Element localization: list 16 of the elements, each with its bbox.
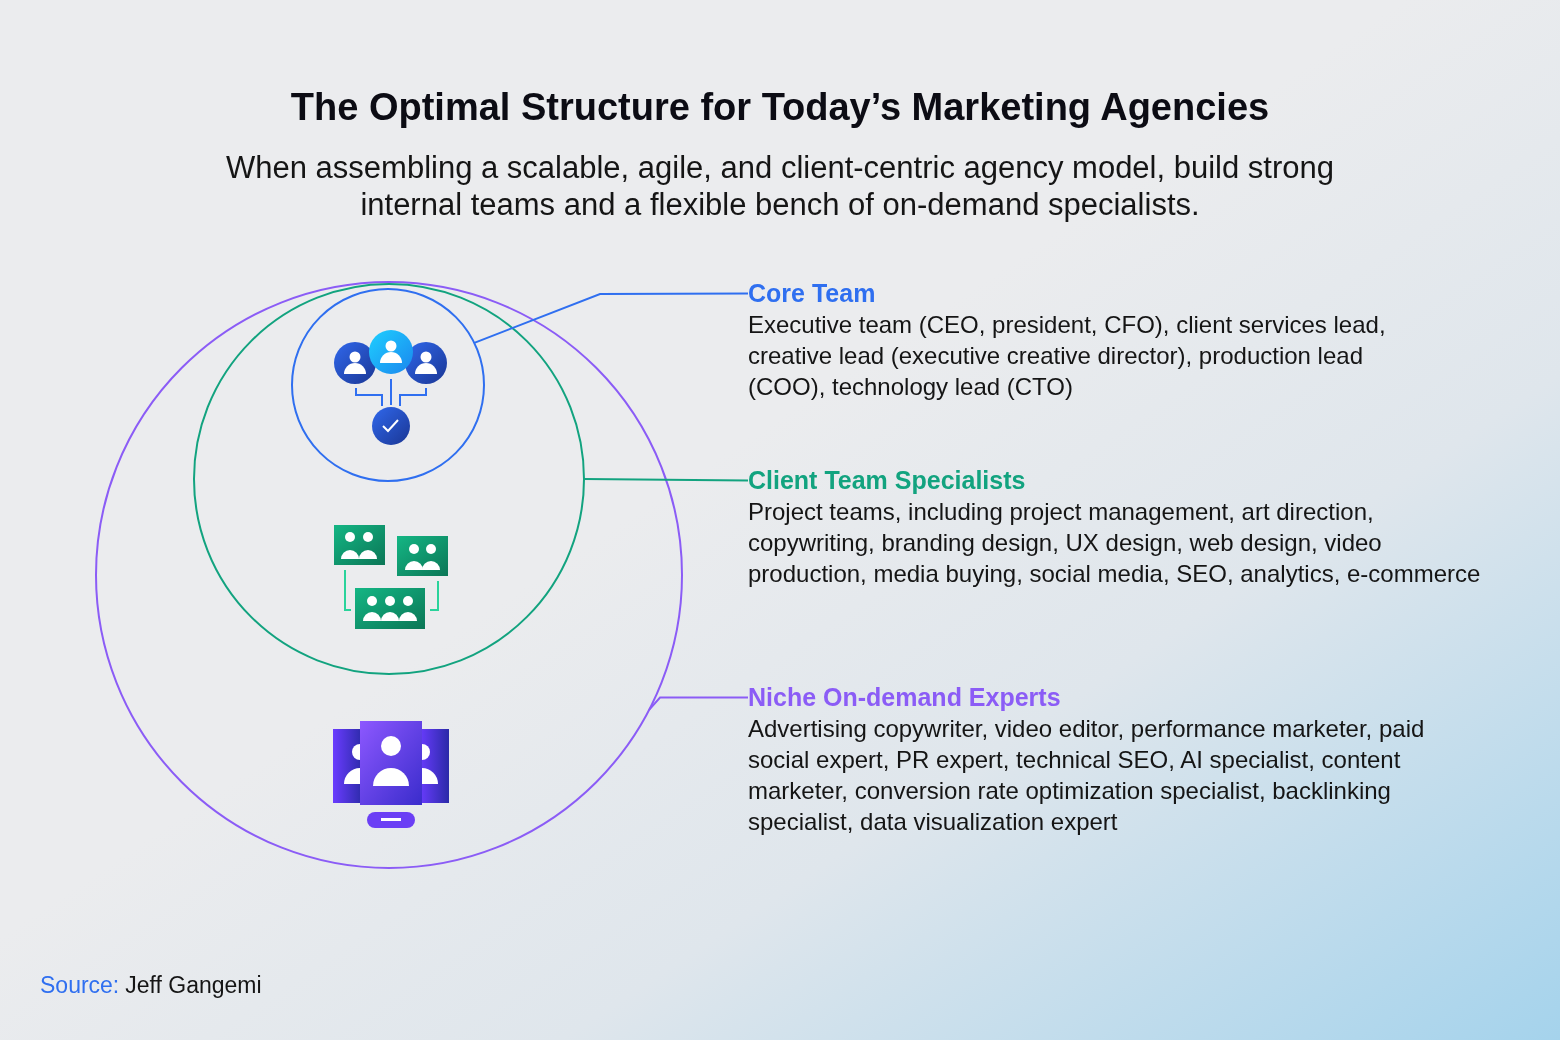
title: The Optimal Structure for Today’s Marketing Agencies — [290, 85, 1270, 130]
source-label: Source: — [40, 971, 120, 1000]
source-name: Jeff Gangemi — [125, 971, 262, 1000]
leader-line — [648, 696, 749, 711]
section-description: Executive team (CEO, president, CFO), client services lead, creative lead (executive creative director), production lead (COO), technology lead (CTO) — [748, 310, 1387, 402]
section-heading: Niche On-demand Experts — [748, 682, 1061, 713]
ring — [95, 281, 683, 869]
section-description: Project teams, including project management, art direction, copywriting, branding design, UX design, web design, video production, media buying, social media, SEO, analytics, e-commerce — [748, 497, 1482, 589]
leader-line — [473, 292, 749, 344]
leader-line — [583, 478, 749, 482]
ring — [291, 288, 485, 482]
section-heading: Client Team Specialists — [748, 465, 1026, 496]
ring — [193, 283, 585, 675]
subtitle: When assembling a scalable, agile, and client-centric agency model, build strong internal teams and a flexible bench of on-demand specialists. — [225, 149, 1335, 223]
section-description: Advertising copywriter, video editor, performance marketer, paid social expert, PR expert, technical SEO, AI specialist, content marketer, conversion rate optimization specialist, backlinking specialist, data visualization expert — [748, 714, 1426, 837]
section-heading: Core Team — [748, 278, 876, 309]
